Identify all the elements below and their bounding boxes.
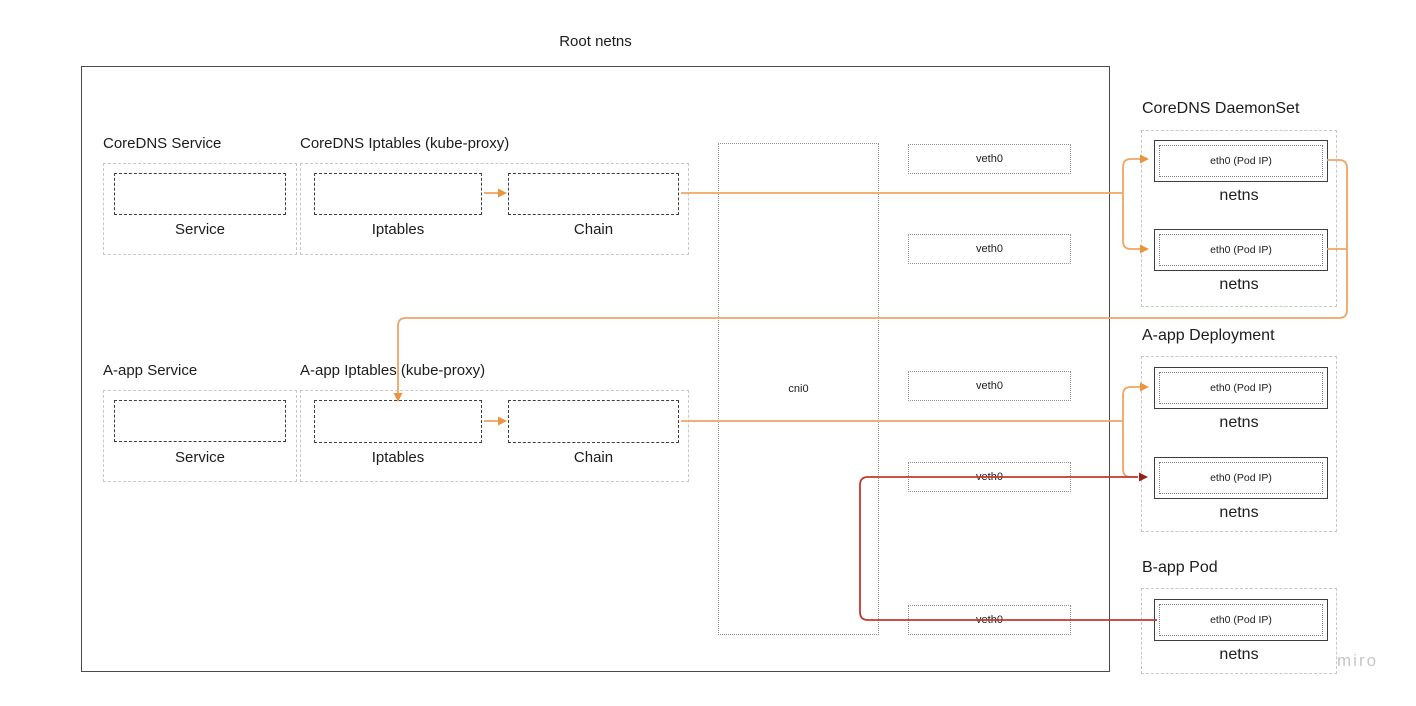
cni0-label: cni0 <box>788 383 809 395</box>
root-netns-title: Root netns <box>559 33 632 50</box>
veth0-box-3[interactable]: veth0 <box>908 371 1071 401</box>
coredns-iptables-box[interactable]: Iptables Chain <box>300 163 689 255</box>
aapp-pod1-netns-label: netns <box>1219 414 1259 431</box>
veth0-label-2: veth0 <box>976 243 1003 255</box>
coredns-chain-caption: Chain <box>573 221 614 238</box>
coredns-iptables-label: CoreDNS Iptables (kube-proxy) <box>300 135 510 152</box>
coredns-chain-inner-box[interactable] <box>508 173 679 215</box>
aapp-iptables-caption: Iptables <box>371 449 425 466</box>
veth0-box-5[interactable]: veth0 <box>908 605 1071 635</box>
aapp-chain-inner-box[interactable] <box>508 400 679 443</box>
aapp-pod1-eth0[interactable]: eth0 (Pod IP) <box>1159 372 1323 404</box>
coredns-daemonset-title: CoreDNS DaemonSet <box>1142 100 1300 117</box>
bapp-pod-title: B-app Pod <box>1142 559 1218 576</box>
coredns-pod2-eth0[interactable]: eth0 (Pod IP) <box>1159 234 1323 266</box>
veth0-label-4: veth0 <box>976 471 1003 483</box>
aapp-chain-caption: Chain <box>573 449 614 466</box>
aapp-service-inner-box[interactable] <box>114 400 286 442</box>
bapp-pod-netns-label: netns <box>1219 646 1259 663</box>
miro-watermark: miro <box>1337 651 1379 670</box>
aapp-iptables-label: A-app Iptables (kube-proxy) <box>300 362 486 379</box>
aapp-deployment-box[interactable]: eth0 (Pod IP) netns eth0 (Pod IP) netns <box>1141 356 1337 532</box>
veth0-label-3: veth0 <box>976 380 1003 392</box>
veth0-label-5: veth0 <box>976 614 1003 626</box>
aapp-service-caption: Service <box>174 449 226 466</box>
bapp-pod-box[interactable]: eth0 (Pod IP) netns <box>1141 588 1337 674</box>
coredns-service-label: CoreDNS Service <box>103 135 222 152</box>
aapp-pod2-netns-label: netns <box>1219 504 1259 521</box>
coredns-pod1-netns-label: netns <box>1219 187 1259 204</box>
aapp-service-label: A-app Service <box>103 362 198 379</box>
coredns-pod1-netns-box[interactable]: eth0 (Pod IP) <box>1154 140 1328 182</box>
coredns-iptables-caption: Iptables <box>371 221 425 238</box>
aapp-deployment-title: A-app Deployment <box>1142 327 1275 344</box>
bapp-pod-netns-box[interactable]: eth0 (Pod IP) <box>1154 599 1328 641</box>
coredns-service-inner-box[interactable] <box>114 173 286 215</box>
coredns-pod2-netns-box[interactable]: eth0 (Pod IP) <box>1154 229 1328 271</box>
veth0-box-1[interactable]: veth0 <box>908 144 1071 174</box>
veth0-box-4[interactable]: veth0 <box>908 462 1071 492</box>
coredns-service-caption: Service <box>174 221 226 238</box>
coredns-iptables-inner-box[interactable] <box>314 173 482 215</box>
coredns-daemonset-box[interactable]: eth0 (Pod IP) netns eth0 (Pod IP) netns <box>1141 130 1337 307</box>
aapp-pod2-eth0[interactable]: eth0 (Pod IP) <box>1159 462 1323 494</box>
coredns-service-box[interactable]: Service <box>103 163 297 255</box>
aapp-pod2-netns-box[interactable]: eth0 (Pod IP) <box>1154 457 1328 499</box>
veth0-box-2[interactable]: veth0 <box>908 234 1071 264</box>
aapp-pod1-netns-box[interactable]: eth0 (Pod IP) <box>1154 367 1328 409</box>
coredns-pod1-eth0[interactable]: eth0 (Pod IP) <box>1159 145 1323 177</box>
aapp-service-box[interactable]: Service <box>103 390 297 482</box>
aapp-iptables-box[interactable]: Iptables Chain <box>300 390 689 482</box>
cni0-bridge-box[interactable]: cni0 <box>718 143 879 635</box>
veth0-label-1: veth0 <box>976 153 1003 165</box>
aapp-iptables-inner-box[interactable] <box>314 400 482 443</box>
bapp-pod-eth0[interactable]: eth0 (Pod IP) <box>1159 604 1323 636</box>
coredns-pod2-netns-label: netns <box>1219 276 1259 293</box>
